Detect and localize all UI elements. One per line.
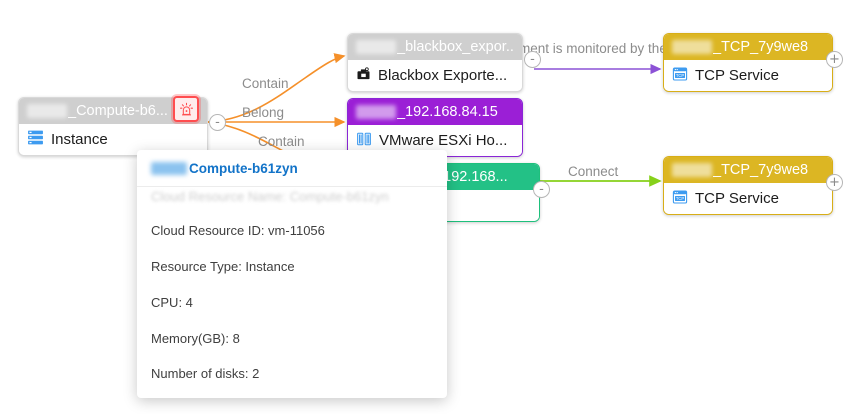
node-tcp-service-top[interactable]: _TCP_7y9we8 TCP TCP Service + [663, 33, 843, 92]
popup-row-cloud-resource-id: Cloud Resource ID: vm-11056 [151, 222, 325, 238]
popup-row-memory: Memory(GB): 8 [151, 330, 240, 346]
redacted-prefix [356, 40, 396, 54]
svg-text:TCP: TCP [676, 196, 685, 201]
svg-text:TCP: TCP [676, 73, 685, 78]
node-blackbox-body: Blackbox Exporte... [348, 60, 522, 91]
popup-title: Compute-b61zyn [189, 161, 298, 176]
node-blackbox-header: _blackbox_expor... [348, 34, 522, 60]
node-tcp-top-expand-handle[interactable]: + [826, 51, 843, 68]
node-green-title: L_192.168... [427, 169, 508, 185]
node-tcp-service-bottom[interactable]: _TCP_7y9we8 TCP TCP Service + [663, 156, 843, 215]
node-instance[interactable]: _Compute-b6... Instance [18, 96, 226, 156]
node-tcp-bottom-body: TCP TCP Service [664, 183, 832, 214]
node-tcp-bottom-expand-handle[interactable]: + [826, 174, 843, 191]
node-blackbox-collapse-handle[interactable]: - [524, 51, 541, 68]
node-tcp-top-header: _TCP_7y9we8 [664, 34, 832, 60]
alarm-siren-icon[interactable] [173, 96, 199, 122]
node-tcp-top-body: TCP TCP Service [664, 60, 832, 91]
popup-row-resource-type: Resource Type: Instance [151, 258, 295, 274]
node-tcp-top-title: _TCP_7y9we8 [713, 39, 809, 55]
edge-label-monitored-by: ment is monitored by the [519, 41, 667, 56]
node-tcp-bottom-subtitle: TCP Service [695, 190, 779, 207]
node-tcp-bottom-header: _TCP_7y9we8 [664, 157, 832, 183]
server-stack-icon [27, 129, 44, 150]
node-tcp-bottom-title: _TCP_7y9we8 [713, 162, 809, 178]
edge-label-contain-bottom: Contain [258, 134, 305, 149]
redacted-prefix [27, 104, 67, 118]
popup-row-cpu: CPU: 4 [151, 294, 193, 310]
tcp-service-icon: TCP [672, 189, 688, 209]
redacted-prefix [672, 40, 712, 54]
node-tcp-top-subtitle: TCP Service [695, 67, 779, 84]
node-esxi-header: _192.168.84.15 [348, 99, 522, 125]
redacted-prefix [356, 105, 396, 119]
node-blackbox-exporter[interactable]: _blackbox_expor... Blackbox Exporte... - [347, 33, 541, 92]
resource-detail-popup[interactable]: Compute-b61zyn Cloud Resource Name: Comp… [137, 150, 447, 398]
node-instance-body: Instance [19, 124, 207, 155]
edge-label-connect: Connect [568, 164, 619, 179]
edge-contain-top [207, 53, 346, 123]
edge-label-contain-top: Contain [242, 76, 289, 91]
popup-row-number-of-disks: Number of disks: 2 [151, 366, 260, 382]
tcp-service-icon: TCP [672, 66, 688, 86]
node-esxi-title: _192.168.84.15 [397, 104, 498, 120]
edge-label-belong: Belong [242, 105, 285, 120]
redacted-prefix [672, 163, 712, 177]
node-esxi-subtitle: VMware ESXi Ho... [379, 132, 508, 149]
node-green-collapse-handle[interactable]: - [533, 181, 550, 198]
popup-body[interactable]: Cloud Resource Name: Compute-b61zyn Clou… [137, 187, 447, 398]
popup-row-clipped: Cloud Resource Name: Compute-b61zyn [151, 189, 389, 204]
redacted-prefix [151, 162, 187, 175]
blackbox-exporter-icon [356, 66, 371, 85]
node-blackbox-subtitle: Blackbox Exporte... [378, 67, 508, 84]
node-instance-title: _Compute-b6... [68, 103, 168, 119]
node-instance-subtitle: Instance [51, 131, 108, 148]
node-instance-collapse-handle[interactable]: - [209, 114, 226, 131]
vmware-host-icon [356, 131, 372, 151]
node-vmware-esxi-host[interactable]: _192.168.84.15 VMware ESXi Ho... [347, 98, 523, 157]
node-blackbox-title: _blackbox_expor... [397, 39, 514, 55]
popup-header: Compute-b61zyn [137, 150, 447, 187]
